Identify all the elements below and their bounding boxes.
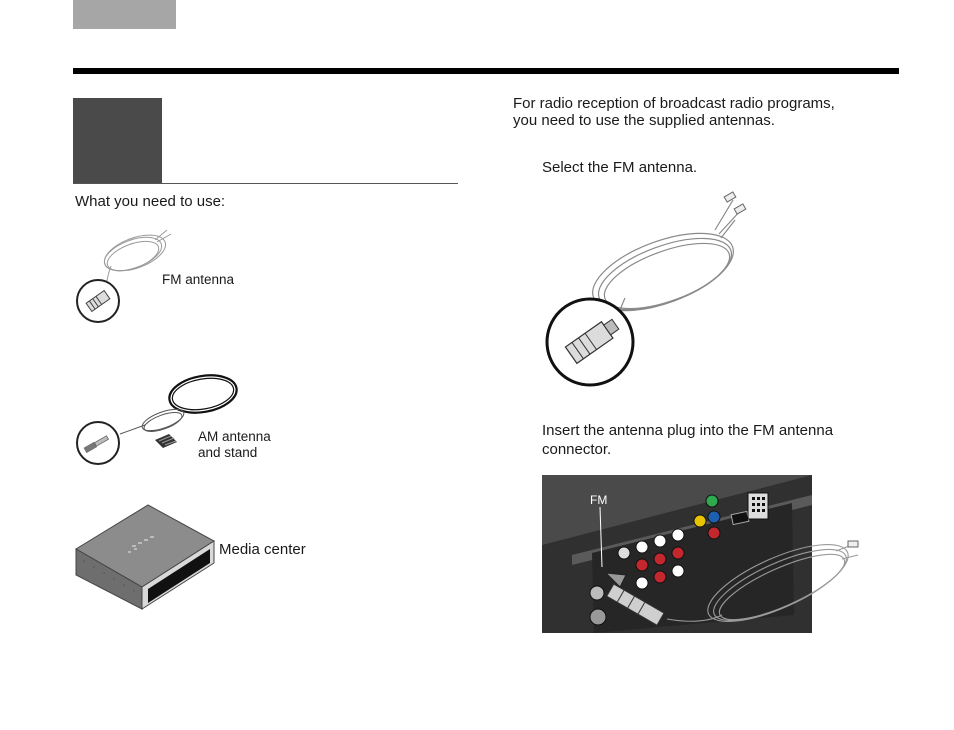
needed-items-intro: What you need to use: [75,193,226,210]
radio-intro-line2: you need to use the supplied antennas. [513,112,775,129]
am-antenna-thumbnail [76,374,238,465]
fm-antenna-thumbnail [76,229,172,323]
section-marker-block [73,98,162,183]
section-divider [73,183,162,184]
fm-antenna-illustration [545,191,747,387]
step-2-text-line2: connector. [542,441,612,458]
step-2-text-line1: Insert the antenna plug into the FM ante… [542,422,834,439]
header-rule [73,68,899,74]
section-divider-right [162,183,458,184]
header-tab [73,0,176,29]
media-center-thumbnail [75,504,215,610]
fm-connection-illustration [542,475,859,633]
fm-antenna-label: FM antenna [162,272,235,287]
am-antenna-label-line1: AM antenna [198,429,271,444]
am-antenna-label-line2: and stand [198,445,258,460]
radio-intro-line1: For radio reception of broadcast radio p… [513,95,835,112]
step-1-text: Select the FM antenna. [542,159,698,176]
fm-connector-label: FM [590,493,608,507]
media-center-label: Media center [219,541,306,558]
